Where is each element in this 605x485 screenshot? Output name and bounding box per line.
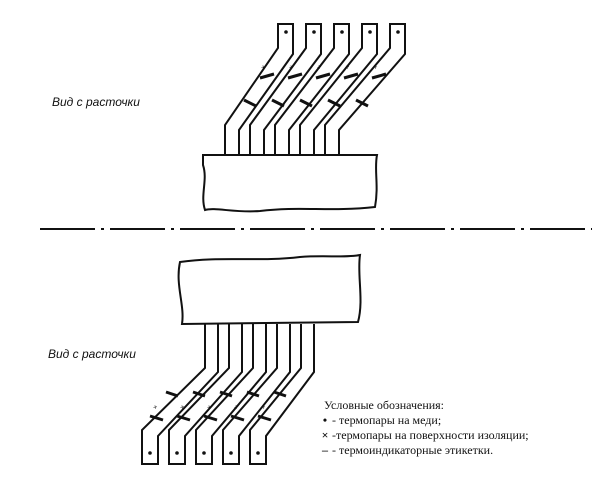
thermo-label-mark xyxy=(165,390,179,398)
thermo-label-mark xyxy=(192,390,206,398)
bottom-conductor xyxy=(195,324,267,465)
top-conductor xyxy=(324,23,406,157)
insulation-thermocouple-mark: × xyxy=(232,403,241,411)
insulation-thermocouple-mark: × xyxy=(343,63,352,71)
copper-thermocouple-dot xyxy=(148,451,152,455)
insulation-thermocouple-mark: × xyxy=(259,63,268,71)
thermo-label-mark xyxy=(176,414,191,422)
bottom-conductor-group: × × × × × xyxy=(141,324,315,465)
legend: Условные обозначения: • - термопары на м… xyxy=(318,398,529,458)
thermo-label-mark xyxy=(219,390,233,398)
insulation-thermocouple-mark: × xyxy=(287,63,296,71)
thermo-label-mark xyxy=(257,414,272,422)
dash-icon: – xyxy=(322,443,328,457)
thermo-label-mark xyxy=(327,98,341,108)
top-conductor xyxy=(224,23,294,157)
top-conductor-group: × × × × × xyxy=(224,23,406,157)
legend-title: Условные обозначения: xyxy=(324,398,445,412)
legend-text: - термоиндикаторные этикетки. xyxy=(332,443,494,457)
insulation-thermocouple-mark: × xyxy=(371,63,380,71)
copper-thermocouple-dot xyxy=(368,30,372,34)
thermo-label-mark xyxy=(271,98,285,108)
legend-item-thermo-labels: – - термоиндикаторные этикетки. xyxy=(318,443,529,458)
thermo-label-mark xyxy=(259,72,275,80)
cross-icon: × xyxy=(321,428,329,442)
copper-thermocouple-dot xyxy=(396,30,400,34)
thermo-label-mark xyxy=(243,98,257,108)
insulation-thermocouple-mark: × xyxy=(178,403,187,411)
top-conductor xyxy=(249,23,322,157)
bottom-core-block xyxy=(177,253,362,326)
copper-thermocouple-dot xyxy=(229,451,233,455)
legend-item-copper-thermocouple: • - термопары на меди; xyxy=(318,413,529,428)
dot-icon: • xyxy=(322,413,328,427)
legend-text: - термопары на меди; xyxy=(332,413,442,427)
insulation-thermocouple-mark: × xyxy=(205,403,214,411)
bottom-view-label: Вид с расточки xyxy=(48,347,136,361)
copper-thermocouple-dot xyxy=(340,30,344,34)
insulation-thermocouple-mark: × xyxy=(315,63,324,71)
top-conductor xyxy=(274,23,350,157)
thermo-label-mark xyxy=(343,72,359,80)
thermo-label-mark xyxy=(315,72,331,80)
legend-item-insulation-thermocouple: × -термопары на поверхности изоляции; xyxy=(318,428,529,443)
thermo-label-mark xyxy=(230,414,245,422)
insulation-thermocouple-mark: × xyxy=(259,403,268,411)
legend-text: -термопары на поверхности изоляции; xyxy=(332,428,529,442)
bottom-conductor xyxy=(168,324,243,465)
top-view-label: Вид с расточки xyxy=(52,95,140,109)
thermo-label-mark xyxy=(149,414,164,422)
copper-thermocouple-dot xyxy=(312,30,316,34)
thermo-label-mark xyxy=(203,414,218,422)
insulation-thermocouple-mark: × xyxy=(151,403,160,411)
top-conductor xyxy=(299,23,378,157)
copper-thermocouple-dot xyxy=(256,451,260,455)
top-core-block xyxy=(202,154,379,213)
bottom-conductor xyxy=(141,324,219,465)
thermo-label-mark xyxy=(246,390,260,398)
copper-thermocouple-dot xyxy=(284,30,288,34)
thermo-label-mark xyxy=(371,72,387,80)
copper-thermocouple-dot xyxy=(202,451,206,455)
thermo-label-mark xyxy=(355,98,369,108)
thermo-label-mark xyxy=(273,390,287,398)
thermo-label-mark xyxy=(287,72,303,80)
copper-thermocouple-dot xyxy=(175,451,179,455)
thermo-label-mark xyxy=(299,98,313,108)
